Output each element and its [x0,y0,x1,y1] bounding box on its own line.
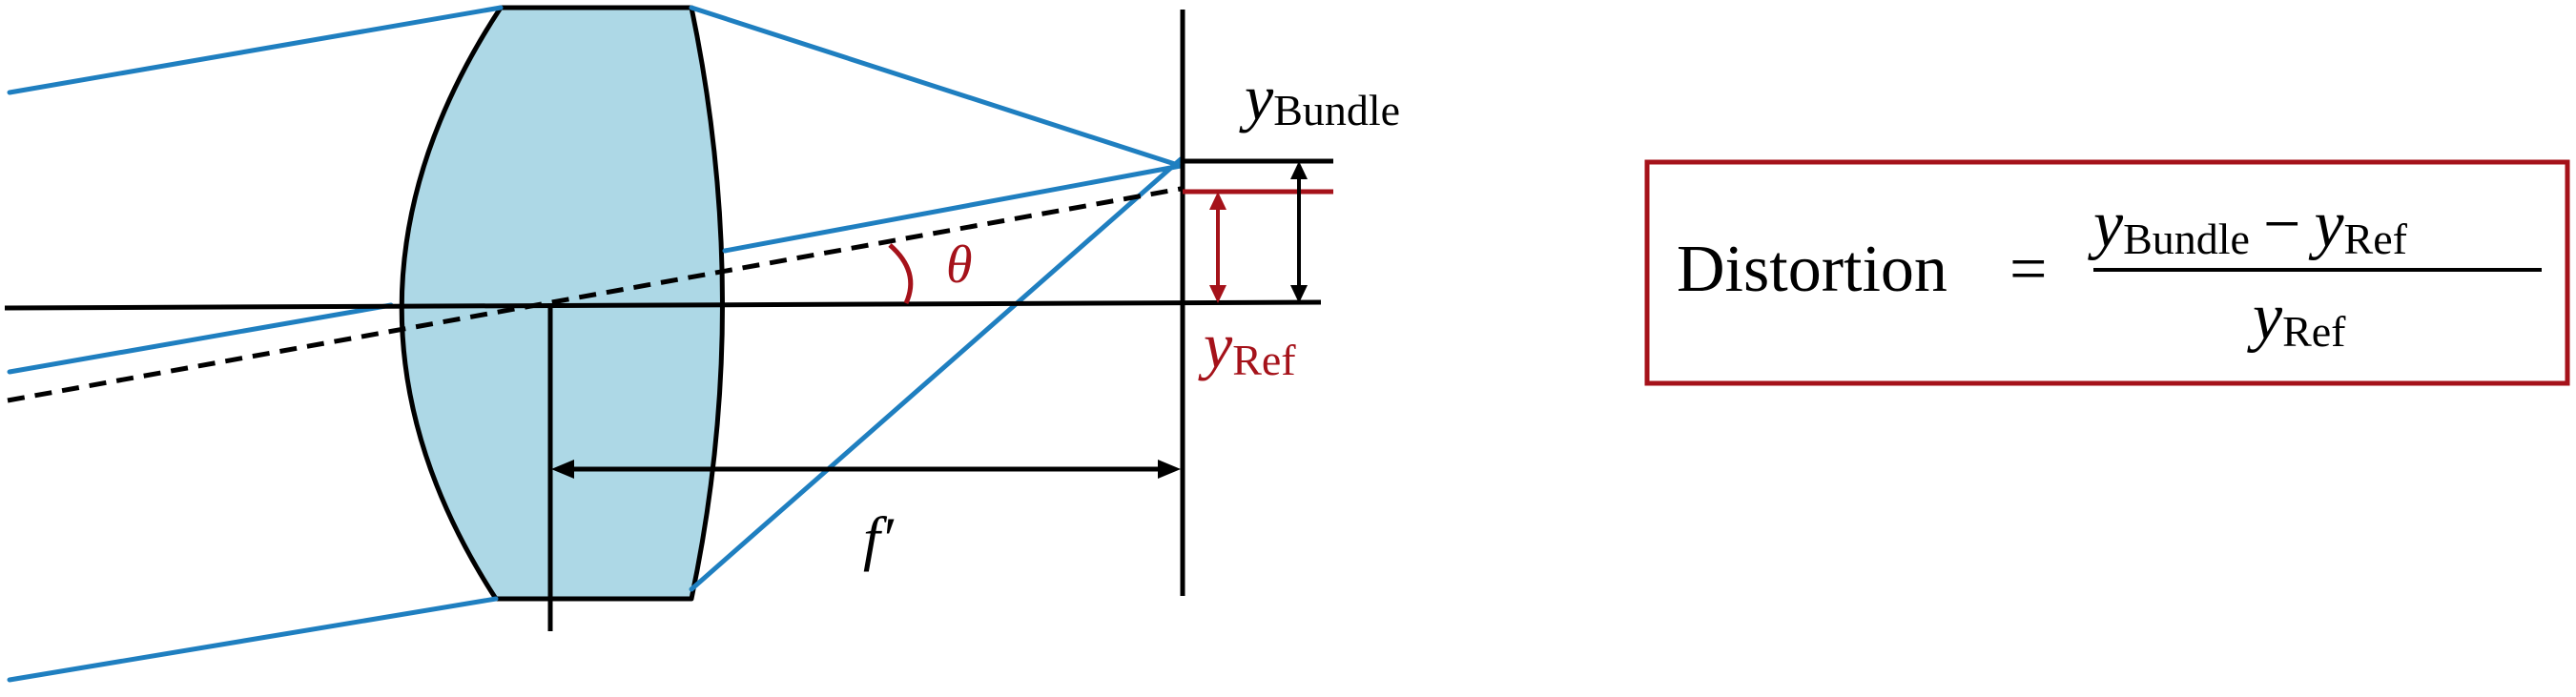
formula-lhs: Distortion [1677,233,1947,306]
focal-arrow-left [551,460,574,479]
optical-axis [4,299,1322,311]
y-ref-label: yRef [1198,309,1296,384]
y-bundle-label: yBundle [1239,61,1400,134]
ray-middle-refracted [722,163,1184,254]
theta-label: θ [946,236,973,295]
ray-bottom-incoming [7,596,499,683]
y-ref-arrow [1209,192,1226,303]
y-bundle-arrow [1290,161,1308,303]
formula-equals: = [2009,233,2047,306]
ray-bundle [7,5,1184,683]
ray-top-incoming [7,5,504,95]
ray-bottom-refracted [689,156,1184,592]
ray-middle-incoming [7,302,394,375]
formula-denominator: yRef [2247,280,2346,356]
focal-arrow-right [1158,460,1181,479]
focal-length-dimension [551,460,1181,479]
focal-length-label: f′ [863,504,895,572]
formula-numerator: yBundle−yRef [2088,188,2408,263]
theta-arc [888,243,914,305]
distortion-formula: Distortion = yBundle−yRef yRef [1644,159,2570,386]
chief-ray-dashed [7,186,1182,403]
formula-box [1644,159,2570,386]
ray-top-refracted [689,5,1184,169]
